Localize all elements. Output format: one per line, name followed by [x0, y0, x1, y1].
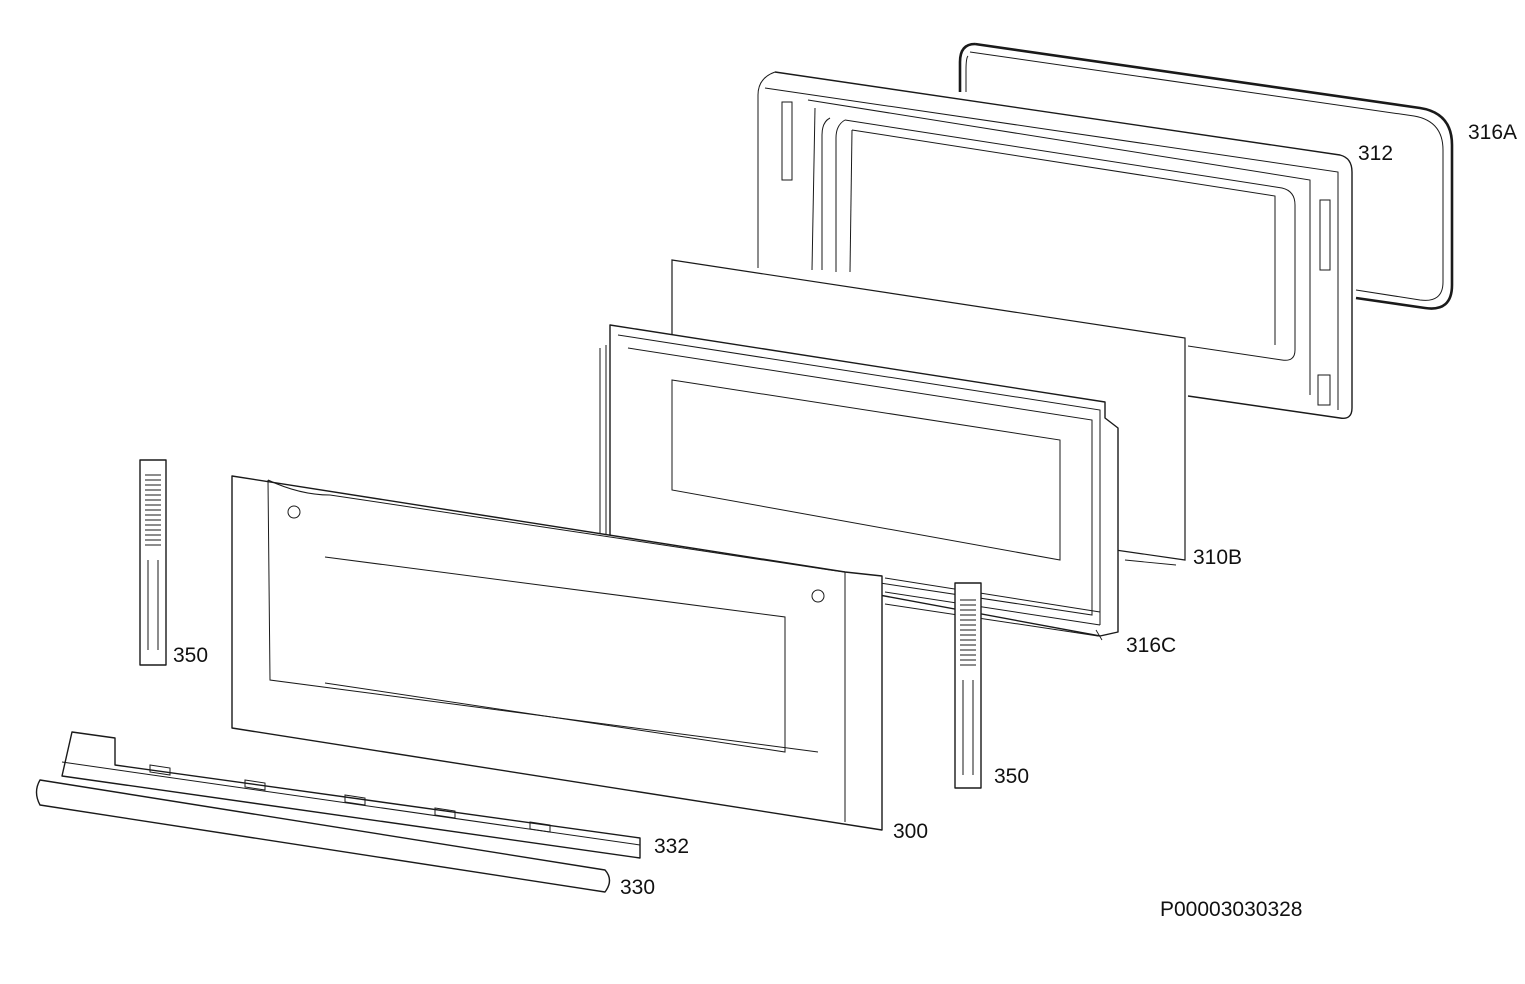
callout-332: 332: [654, 835, 689, 858]
callout-330: 330: [620, 876, 655, 899]
leader-lines: [1095, 559, 1177, 641]
callout-310b: 310B: [1193, 546, 1242, 569]
part-350-hinge-left: [139, 459, 167, 666]
part-350-hinge-right: [954, 582, 982, 789]
callout-300: 300: [893, 820, 928, 843]
part-316a-gasket: [958, 42, 1454, 310]
part-300-outer-door: [231, 475, 883, 831]
part-330-handle-bar: [35, 779, 611, 893]
callout-350-right: 350: [994, 765, 1029, 788]
part-312-inner-door: [757, 71, 1353, 419]
callout-312: 312: [1358, 142, 1393, 165]
callout-316c: 316C: [1126, 634, 1176, 657]
callout-316a: 316A: [1468, 121, 1517, 144]
callout-350-left: 350: [173, 644, 208, 667]
reference-code: P00003030328: [1160, 898, 1302, 921]
part-332-handle-support: [61, 731, 641, 859]
